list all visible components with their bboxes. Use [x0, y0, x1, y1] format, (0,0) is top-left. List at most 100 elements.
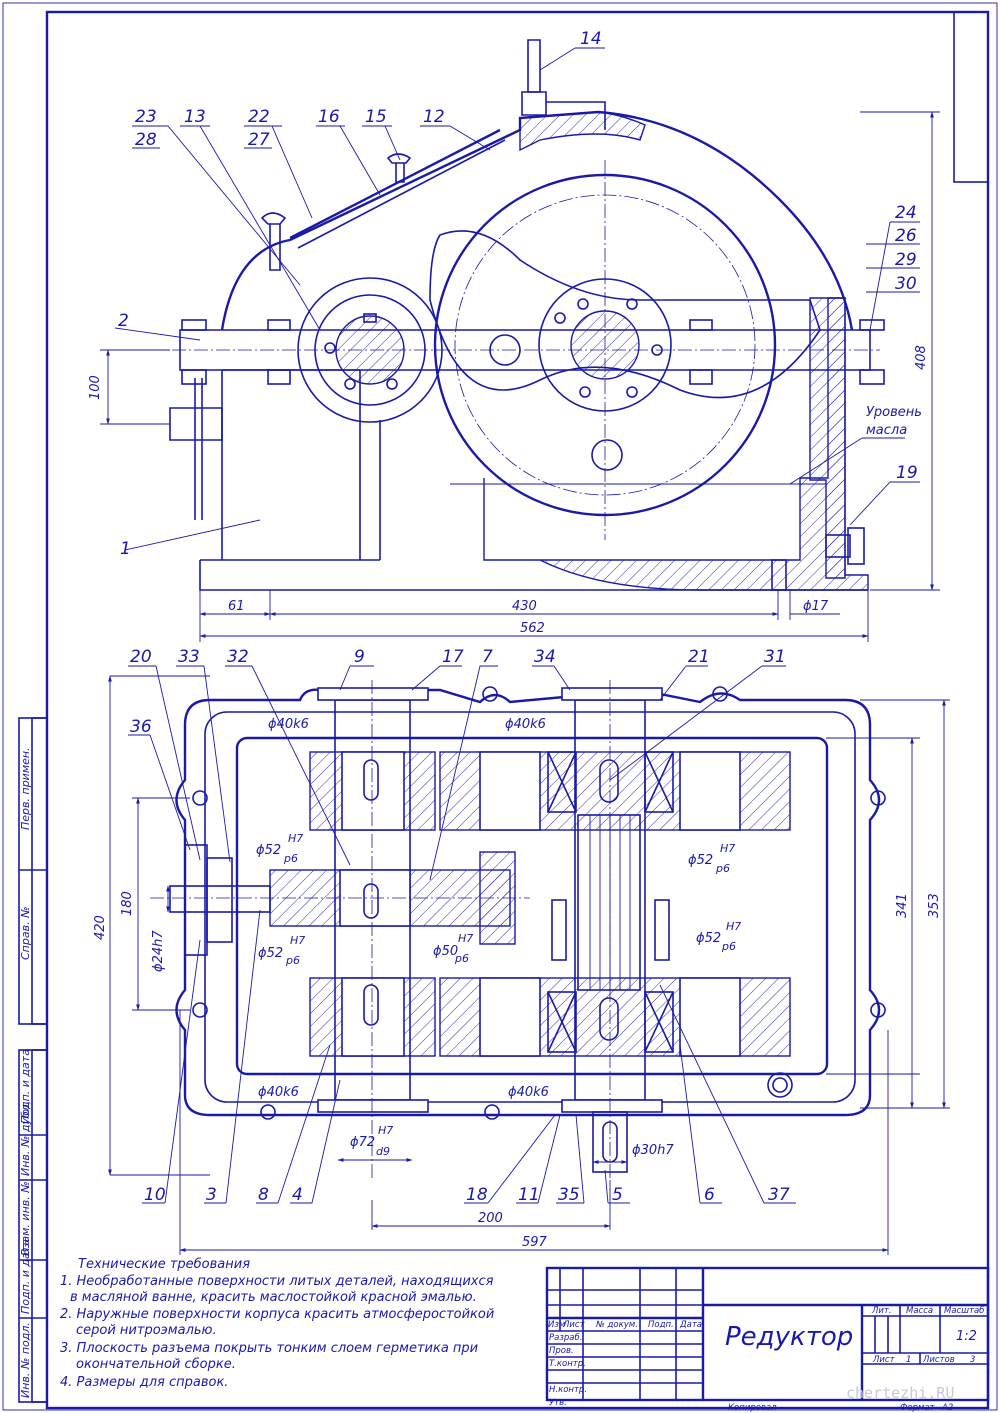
row-nkontr: Н.контр.: [549, 1385, 587, 1395]
label-34: 34: [534, 647, 556, 667]
svg-text:ϕ72: ϕ72: [350, 1135, 375, 1150]
lit-label: Лит.: [871, 1306, 892, 1316]
svg-text:ϕ52: ϕ52: [696, 931, 721, 946]
front-view: 100 408 61 430 562 ϕ17 Уровень масла 23: [88, 29, 940, 642]
col-date: Дата: [679, 1320, 702, 1330]
label-30: 30: [895, 274, 917, 294]
svg-text:H7: H7: [290, 934, 305, 947]
svg-text:p6: p6: [285, 954, 300, 967]
label-6: 6: [704, 1185, 715, 1205]
label-35: 35: [558, 1185, 580, 1205]
label-32: 32: [227, 647, 249, 667]
dim-597: 597: [522, 1235, 548, 1250]
fit-50: ϕ50 H7 p6: [433, 932, 473, 965]
label-4: 4: [292, 1185, 303, 1205]
requirement-line-5: 3. Плоскость разъема покрыть тонким слое…: [60, 1341, 478, 1356]
side-strip: Перв. примен. Справ. № Подп. и дата Инв.…: [18, 717, 48, 1403]
copied-label: Копировал: [728, 1403, 777, 1413]
svg-text:ϕ52: ϕ52: [256, 843, 281, 858]
format-label: Формат: [900, 1403, 936, 1413]
fit-52-b: ϕ52 H7 p6: [258, 934, 305, 967]
dim-408: 408: [914, 345, 929, 370]
svg-text:p6: p6: [283, 852, 298, 865]
strip-sprav: Справ. №: [19, 906, 32, 960]
svg-text:ϕ50: ϕ50: [433, 944, 458, 959]
label-36: 36: [130, 717, 152, 737]
svg-text:p6: p6: [454, 952, 469, 965]
label-3: 3: [206, 1185, 217, 1205]
label-33: 33: [178, 647, 200, 667]
fit-40k6-4: ϕ40k6: [508, 1085, 549, 1100]
fit-30h7: ϕ30h7: [632, 1143, 674, 1158]
fit-52-c: ϕ52 H7 p6: [688, 842, 735, 875]
sheet-label: Лист: [872, 1355, 896, 1365]
label-7: 7: [482, 647, 493, 667]
dim-353: 353: [927, 893, 942, 918]
drawing-title: Редуктор: [725, 1322, 853, 1352]
requirement-line-4: серой нитроэмалью.: [76, 1323, 217, 1338]
strip-podp-data-1: Подп. и дата: [19, 1049, 32, 1124]
label-20: 20: [130, 647, 152, 667]
label-12: 12: [423, 107, 445, 127]
svg-text:H7: H7: [288, 832, 303, 845]
requirement-line-2: в масляной ванне, красить маслостойкой к…: [70, 1290, 477, 1305]
label-14: 14: [580, 29, 602, 49]
requirements-heading: Технические требования: [78, 1257, 250, 1272]
requirement-line-7: 4. Размеры для справок.: [60, 1375, 228, 1390]
row-prov: Пров.: [549, 1346, 574, 1356]
label-24: 24: [895, 203, 917, 223]
label-31: 31: [764, 647, 786, 667]
svg-text:p6: p6: [715, 862, 730, 875]
svg-text:H7: H7: [458, 932, 473, 945]
scale-value: 1:2: [956, 1329, 977, 1344]
dim-17: ϕ17: [803, 599, 829, 614]
oil-level-2: масла: [866, 423, 907, 438]
strip-perv-primen: Перв. примен.: [19, 747, 32, 830]
strip-inv-dubl: Инв. № дубл.: [19, 1101, 32, 1176]
label-17: 17: [442, 647, 464, 667]
label-37: 37: [768, 1185, 790, 1205]
svg-text:d9: d9: [376, 1145, 390, 1158]
label-15: 15: [365, 107, 387, 127]
fit-40k6-3: ϕ40k6: [258, 1085, 299, 1100]
fit-52-d: ϕ52 H7 p6: [696, 920, 741, 953]
sheets-number: 3: [970, 1355, 975, 1365]
svg-text:H7: H7: [378, 1124, 393, 1137]
dim-420: 420: [93, 915, 108, 940]
requirement-line-3: 2. Наружные поверхности корпуса красить …: [60, 1307, 494, 1322]
label-26: 26: [895, 226, 917, 246]
col-list: Лист: [562, 1320, 586, 1330]
label-13: 13: [184, 107, 206, 127]
technical-requirements: Технические требования 1. Необработанные…: [60, 1257, 494, 1390]
row-razrab: Разраб.: [549, 1333, 582, 1343]
label-27: 27: [248, 130, 270, 150]
dim-200: 200: [478, 1211, 503, 1226]
svg-text:p6: p6: [721, 940, 736, 953]
sheet-number: 1: [906, 1355, 911, 1365]
title-block: Изм Лист № докум. Подп. Дата Разраб. Про…: [545, 1266, 990, 1413]
requirement-line-6: окончательной сборке.: [76, 1357, 236, 1372]
dim-180: 180: [120, 891, 135, 916]
dim-562: 562: [520, 621, 545, 636]
fit-52-a: ϕ52 H7 p6: [256, 832, 303, 865]
oil-level-1: Уровень: [866, 405, 922, 420]
fit-40k6-2: ϕ40k6: [505, 717, 546, 732]
label-23: 23: [135, 107, 157, 127]
label-9: 9: [354, 647, 365, 667]
dim-100: 100: [88, 375, 103, 400]
label-29: 29: [895, 250, 917, 270]
svg-text:H7: H7: [720, 842, 735, 855]
scale-label: Масштаб: [944, 1306, 984, 1316]
label-10: 10: [144, 1185, 166, 1205]
label-11: 11: [518, 1185, 540, 1205]
row-utv: Утв.: [549, 1398, 567, 1408]
svg-text:ϕ52: ϕ52: [688, 853, 713, 868]
fit-72: ϕ72 H7 d9: [350, 1124, 393, 1158]
label-8: 8: [258, 1185, 269, 1205]
strip-vzam-inv: Взам. инв. №: [19, 1181, 32, 1256]
fit-24h7: ϕ24h7: [151, 930, 166, 972]
label-19: 19: [896, 463, 918, 483]
label-18: 18: [466, 1185, 488, 1205]
